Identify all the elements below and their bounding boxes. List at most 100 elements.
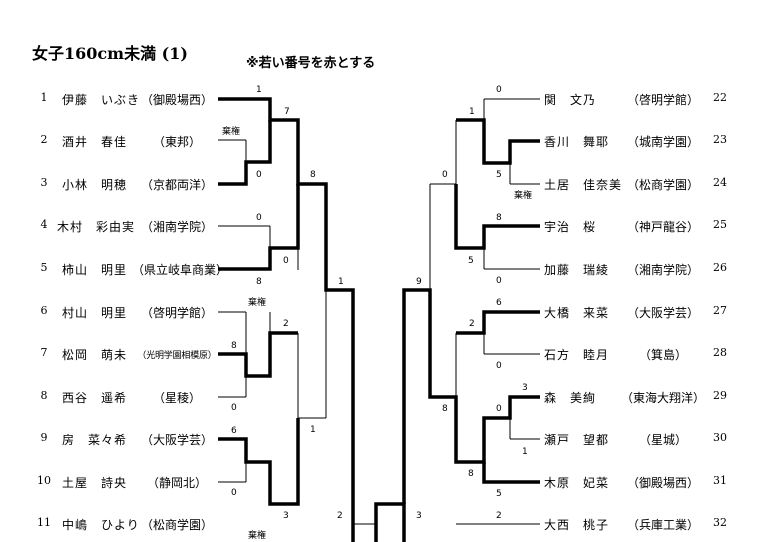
player-name: 土居 佳奈美 bbox=[544, 178, 623, 192]
forfeit-label: 棄権 bbox=[222, 125, 240, 137]
player-number: 6 bbox=[40, 304, 48, 317]
score-label: 5 bbox=[496, 170, 502, 180]
player-school: （神戸龍谷） bbox=[626, 220, 699, 234]
score-label: 8 bbox=[468, 469, 474, 479]
player-name: 房 菜々希 bbox=[62, 433, 128, 447]
player-number: 3 bbox=[40, 176, 48, 189]
forfeit-label: 棄権 bbox=[248, 296, 266, 308]
player-school: （湘南学院） bbox=[626, 263, 699, 277]
player-number: 31 bbox=[713, 474, 727, 487]
score-label: 0 bbox=[283, 256, 289, 266]
player-school: （静岡北） bbox=[146, 476, 207, 490]
player-number: 28 bbox=[713, 346, 727, 359]
score-label: 1 bbox=[310, 425, 316, 435]
player-school: （城南学園） bbox=[626, 135, 699, 149]
player-name: 大橋 来菜 bbox=[544, 306, 610, 320]
player-school: （星城） bbox=[638, 433, 687, 447]
player-name: 香川 舞耶 bbox=[544, 135, 610, 149]
player-school: （松商学園） bbox=[140, 518, 213, 532]
player-name: 木村 彩由実 bbox=[57, 220, 136, 234]
score-label: 3 bbox=[416, 511, 422, 521]
score-label: 1 bbox=[338, 277, 344, 287]
score-label: 8 bbox=[231, 341, 237, 351]
player-number: 8 bbox=[40, 389, 48, 402]
player-name: 森 美絢 bbox=[544, 391, 597, 405]
page-title: 女子160cm未満 (1) bbox=[32, 44, 188, 63]
player-school: （御殿場西） bbox=[140, 93, 213, 107]
player-name: 伊藤 いぶき bbox=[62, 93, 141, 107]
player-number: 26 bbox=[713, 261, 727, 274]
player-number: 1 bbox=[40, 91, 48, 104]
player-school: （兵庫工業） bbox=[626, 518, 699, 532]
player-name: 瀬戸 望都 bbox=[544, 433, 610, 447]
score-label: 0 bbox=[231, 488, 237, 498]
player-number: 5 bbox=[40, 261, 48, 274]
score-label: 8 bbox=[310, 170, 316, 180]
score-label: 2 bbox=[337, 511, 343, 521]
player-number: 23 bbox=[713, 133, 727, 146]
player-name: 松岡 萌未 bbox=[62, 348, 128, 362]
player-school: （県立岐阜商業） bbox=[132, 263, 229, 277]
score-label: 1 bbox=[469, 107, 475, 117]
player-number: 29 bbox=[713, 389, 727, 402]
player-school: （星稜） bbox=[152, 391, 201, 405]
player-name: 酒井 春佳 bbox=[62, 135, 128, 149]
player-number: 11 bbox=[37, 516, 51, 529]
score-label: 5 bbox=[496, 489, 502, 499]
player-school: （啓明学館） bbox=[626, 93, 699, 107]
score-label: 8 bbox=[256, 277, 262, 287]
player-name: 土屋 詩央 bbox=[62, 476, 128, 490]
score-label: 3 bbox=[283, 511, 289, 521]
player-school: （大阪学芸） bbox=[626, 306, 699, 320]
player-name: 柿山 明里 bbox=[62, 263, 128, 277]
forfeit-label: 棄権 bbox=[514, 189, 532, 201]
player-name: 大西 桃子 bbox=[544, 518, 610, 532]
red-side-note: ※若い番号を赤とする bbox=[246, 56, 376, 71]
player-school: （大阪学芸） bbox=[140, 433, 213, 447]
score-label: 2 bbox=[469, 319, 475, 329]
score-label: 9 bbox=[416, 277, 422, 287]
player-school: （東海大翔洋） bbox=[620, 391, 705, 405]
score-label: 8 bbox=[442, 404, 448, 414]
score-label: 0 bbox=[231, 403, 237, 413]
score-label: 0 bbox=[496, 361, 502, 371]
player-school: （光明学園相模原） bbox=[137, 351, 217, 361]
score-label: 1 bbox=[256, 85, 262, 95]
player-name: 加藤 瑞綾 bbox=[544, 263, 610, 277]
score-label: 0 bbox=[256, 170, 262, 180]
score-label: 0 bbox=[442, 170, 448, 180]
player-number: 4 bbox=[40, 218, 48, 231]
player-number: 2 bbox=[40, 133, 48, 146]
player-school: （京都両洋） bbox=[140, 178, 213, 192]
score-label: 0 bbox=[496, 404, 502, 414]
score-label: 2 bbox=[283, 319, 289, 329]
player-name: 中嶋 ひより bbox=[62, 518, 140, 532]
player-number: 27 bbox=[713, 304, 727, 317]
score-label: 7 bbox=[284, 107, 290, 117]
player-number: 32 bbox=[713, 516, 727, 529]
player-number: 25 bbox=[713, 218, 727, 231]
score-label: 2 bbox=[496, 511, 502, 521]
score-label: 8 bbox=[496, 213, 502, 223]
score-label: 0 bbox=[496, 276, 502, 286]
player-name: 村山 明里 bbox=[62, 306, 128, 320]
player-number: 22 bbox=[713, 91, 727, 104]
score-label: 6 bbox=[231, 426, 237, 436]
player-number: 10 bbox=[37, 474, 51, 487]
player-name: 西谷 遥希 bbox=[62, 391, 128, 405]
player-school: （箕島） bbox=[638, 348, 687, 362]
player-name: 石方 睦月 bbox=[544, 348, 610, 362]
player-name: 宇治 桜 bbox=[544, 220, 597, 234]
score-label: 0 bbox=[256, 213, 262, 223]
score-label: 6 bbox=[496, 298, 502, 308]
player-name: 木原 妃菜 bbox=[544, 476, 610, 490]
score-label: 3 bbox=[522, 383, 528, 393]
player-school: （御殿場西） bbox=[626, 476, 699, 490]
player-number: 24 bbox=[713, 176, 727, 189]
player-number: 7 bbox=[40, 346, 48, 359]
player-number: 30 bbox=[713, 431, 727, 444]
player-name: 小林 明穂 bbox=[62, 178, 128, 192]
score-label: 5 bbox=[468, 256, 474, 266]
